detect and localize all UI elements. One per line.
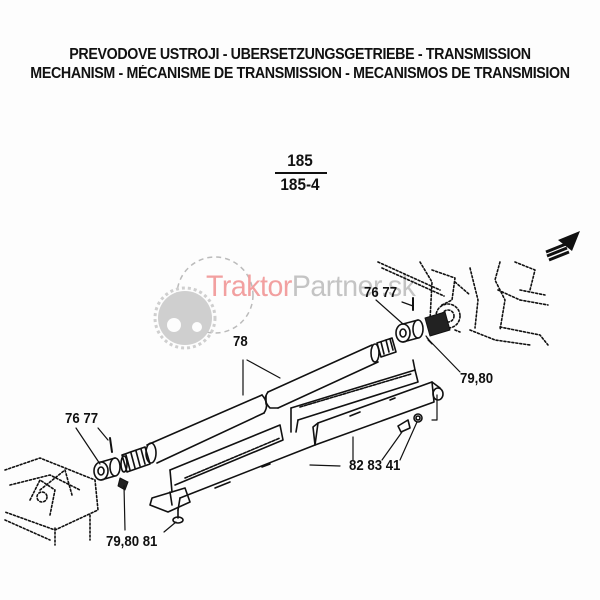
coupling-sleeve-left [93,437,129,491]
callout-76-77-left: 76 77 [65,410,99,427]
mounting-bracket-right [431,381,444,401]
figure-number: 185 [287,151,313,170]
callout-82-83-41: 82 83 41 [349,457,401,474]
leader-lines [75,299,461,533]
shaft-spline-left [120,446,151,473]
gearbox-housing-right [377,261,549,346]
figure-sub-number: 185-4 [280,175,320,194]
guard-channel-upper [290,359,419,433]
mounting-bracket-left [149,487,191,524]
housing-left [4,457,99,546]
guard-channel-lower [169,424,316,511]
shaft-spline-right [376,337,397,358]
callout-79-80-81: 79,80 81 [106,533,158,550]
forward-arrow-icon [545,231,580,262]
guard-plate-right [312,381,435,446]
callout-78: 78 [233,333,248,350]
coupling-sleeve-right [395,297,424,343]
watermark-part-1: Traktor [206,270,292,303]
spline-right [424,311,451,337]
shaft-lower [145,394,268,464]
bolt-and-washer [397,413,423,433]
diagram-title-line-2: MECHANISM - MÉCANISME DE TRANSMISSION - … [30,65,570,82]
diagram-title-line-1: PREVODOVE USTROJI - UBERSETZUNGSGETRIEBE… [69,46,531,63]
figure-number-divider [275,172,327,174]
callout-79-80-right: 79,80 [460,370,494,387]
callout-76-77-right: 76 77 [364,284,398,301]
watermark-part-2: Partner.sk [291,270,416,303]
watermark-text: TraktorPartner.sk [206,270,416,304]
